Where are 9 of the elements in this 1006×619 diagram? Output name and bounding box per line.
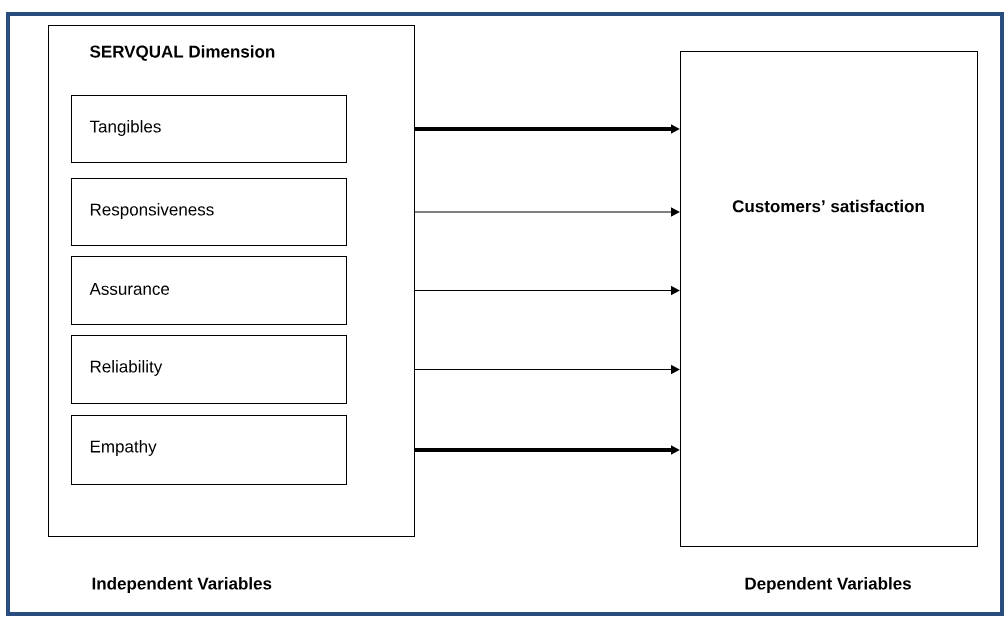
outcome-box: Customers’ satisfaction — [680, 51, 978, 547]
dimension-box: Assurance — [71, 256, 347, 325]
variable-label: Independent Variables — [92, 577, 272, 593]
dimension-box: Empathy — [71, 415, 347, 485]
variable-label: Dependent Variables — [745, 577, 911, 593]
arrow — [414, 207, 680, 217]
dimension-box: Tangibles — [71, 95, 347, 163]
dimension-box: Responsiveness — [71, 178, 347, 246]
dimension-box: Reliability — [71, 335, 347, 404]
